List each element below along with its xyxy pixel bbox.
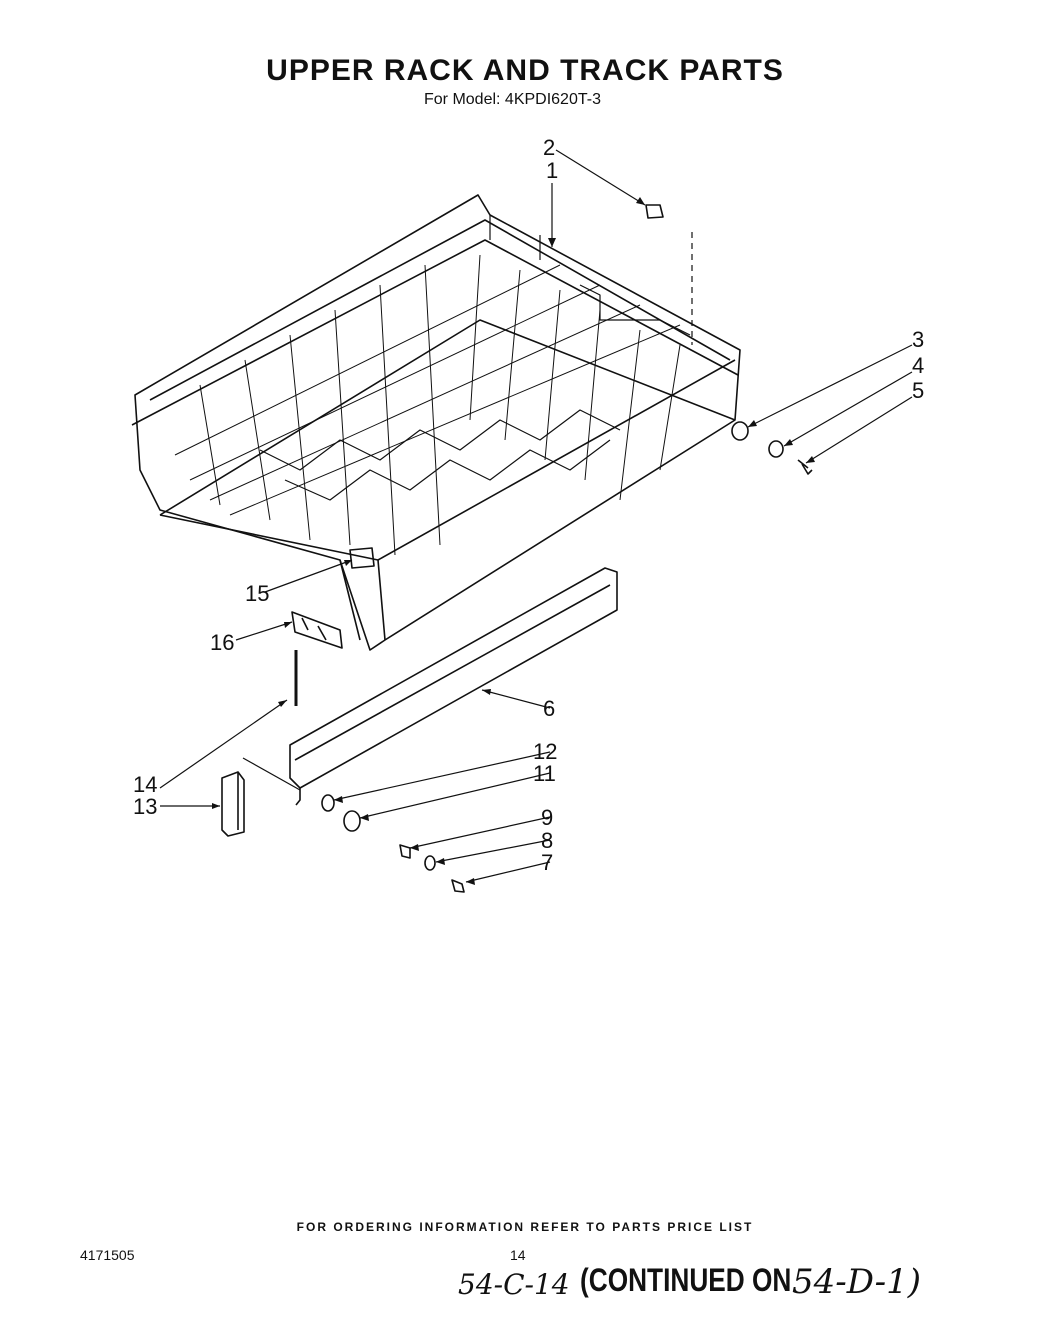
part-13-end-cap <box>221 771 245 837</box>
part-8-washer <box>424 855 436 871</box>
part-2-clip <box>645 204 664 219</box>
part-12-bushing <box>321 794 335 812</box>
page-number: 14 <box>510 1247 526 1263</box>
part-6-track <box>289 567 618 806</box>
callout-2: 2 <box>543 135 555 160</box>
callout-14: 14 <box>133 772 157 797</box>
callout-7: 7 <box>541 850 553 875</box>
callout-9: 9 <box>541 805 553 830</box>
callout-5: 5 <box>912 378 924 403</box>
callout-15: 15 <box>245 581 269 606</box>
handwritten-next-page: 54-D-1) <box>792 1262 922 1302</box>
callout-13: 13 <box>133 794 157 819</box>
part-15-stop <box>349 547 375 569</box>
part-7-bolt <box>451 879 465 893</box>
handwritten-reference: 54-C-14 <box>458 1268 570 1301</box>
model-line: For Model: 4KPDI620T-3 <box>424 91 601 108</box>
callout-16: 16 <box>210 630 234 655</box>
callout-11: 11 <box>533 761 556 786</box>
callout-1: 1 <box>546 158 558 183</box>
part-11-wheel <box>343 810 361 832</box>
part-9-screw <box>399 844 411 859</box>
ordering-note: FOR ORDERING INFORMATION REFER TO PARTS … <box>296 1220 754 1234</box>
continued-label: (CONTINUED ON <box>580 1262 792 1298</box>
upper-rack <box>131 194 741 651</box>
callout-6: 6 <box>543 696 555 721</box>
callout-12: 12 <box>533 739 557 764</box>
callout-3: 3 <box>912 327 924 352</box>
callout-4: 4 <box>912 353 924 378</box>
part-3-wheel <box>731 421 749 441</box>
part-4-bushing <box>768 440 784 458</box>
document-number: 4171505 <box>80 1247 135 1263</box>
callout-8: 8 <box>541 828 553 853</box>
part-16-roller-assembly <box>291 611 343 649</box>
part-5-screw <box>797 459 813 475</box>
page-title: UPPER RACK AND TRACK PARTS <box>266 54 784 87</box>
